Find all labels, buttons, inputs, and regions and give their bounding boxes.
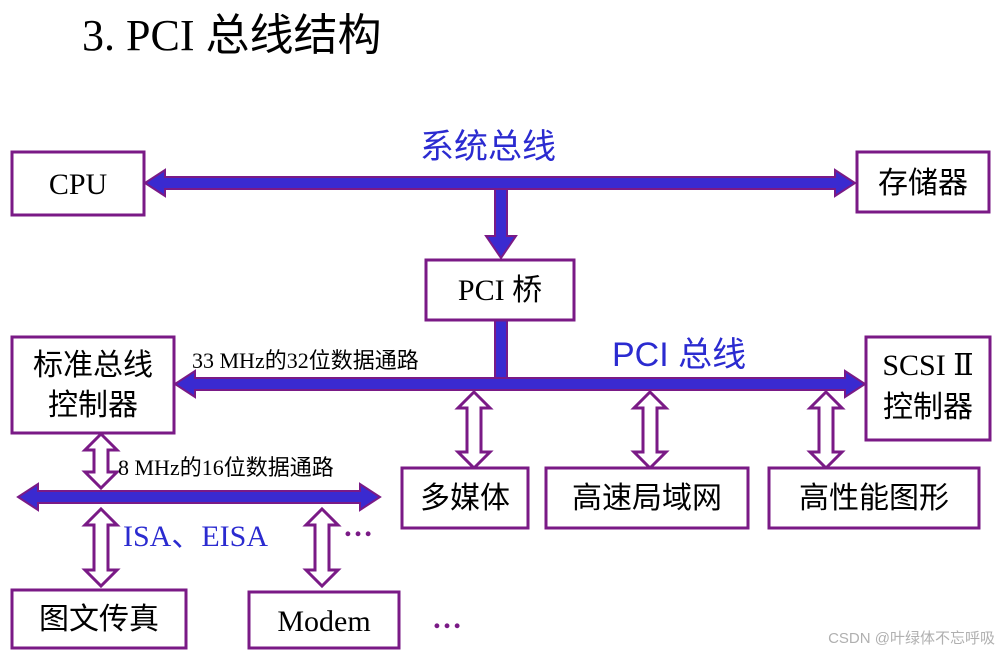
- graphics-label: 高性能图形: [799, 482, 949, 515]
- pci-bridge-label: PCI 桥: [458, 274, 542, 307]
- ellipsis-isa: …: [343, 510, 373, 543]
- ellipsis-devices: …: [432, 602, 462, 635]
- pci-path-label: 33 MHz的32位数据通路: [192, 348, 419, 373]
- modem-label: Modem: [277, 605, 370, 638]
- pci-bus-label: PCI 总线: [612, 336, 746, 374]
- isa-path-label: 8 MHz的16位数据通路: [118, 455, 334, 480]
- multimedia-label: 多媒体: [420, 482, 510, 515]
- isa-eisa-label: ISA、EISA: [123, 520, 268, 553]
- bridge-to-pci-bus-connector: [494, 319, 508, 381]
- scsi-controller-line2: 控制器: [883, 391, 973, 424]
- isa-bus-arrow: [16, 482, 382, 512]
- fax-label: 图文传真: [39, 603, 159, 636]
- system-bus-arrow: [143, 168, 857, 198]
- csdn-watermark: CSDN @叶绿体不忘呼吸: [828, 630, 995, 647]
- system-bus-label: 系统总线: [420, 128, 556, 166]
- multimedia-box: 多媒体: [400, 466, 530, 530]
- cpu-label: CPU: [49, 168, 108, 201]
- ctrl-to-isa-link: [81, 431, 121, 491]
- std-bus-controller-line2: 控制器: [48, 389, 138, 422]
- pci-bus-arrow: [173, 369, 867, 399]
- page-title: 3. PCI 总线结构: [82, 11, 381, 60]
- lan-label: 高速局域网: [572, 482, 722, 515]
- memory-box: 存储器: [855, 150, 991, 214]
- modem-box: Modem: [247, 590, 401, 650]
- pci-lan-link: [630, 389, 670, 471]
- isa-modem-link: [302, 506, 342, 589]
- pci-graphics-link: [806, 389, 846, 471]
- pci-bridge-box: PCI 桥: [424, 258, 576, 322]
- graphics-box: 高性能图形: [767, 466, 981, 530]
- cpu-box: CPU: [10, 150, 146, 217]
- isa-fax-link: [81, 506, 121, 589]
- lan-box: 高速局域网: [544, 466, 750, 530]
- fax-box: 图文传真: [10, 588, 188, 650]
- std-bus-controller-line1: 标准总线: [33, 349, 153, 382]
- scsi-controller-box: SCSI Ⅱ 控制器: [864, 335, 992, 442]
- memory-label: 存储器: [878, 167, 968, 200]
- system-to-bridge-arrow: [484, 188, 518, 260]
- pci-multimedia-link: [454, 389, 494, 471]
- scsi-controller-line1: SCSI Ⅱ: [882, 349, 973, 382]
- std-bus-controller-box: 标准总线 控制器: [10, 335, 176, 435]
